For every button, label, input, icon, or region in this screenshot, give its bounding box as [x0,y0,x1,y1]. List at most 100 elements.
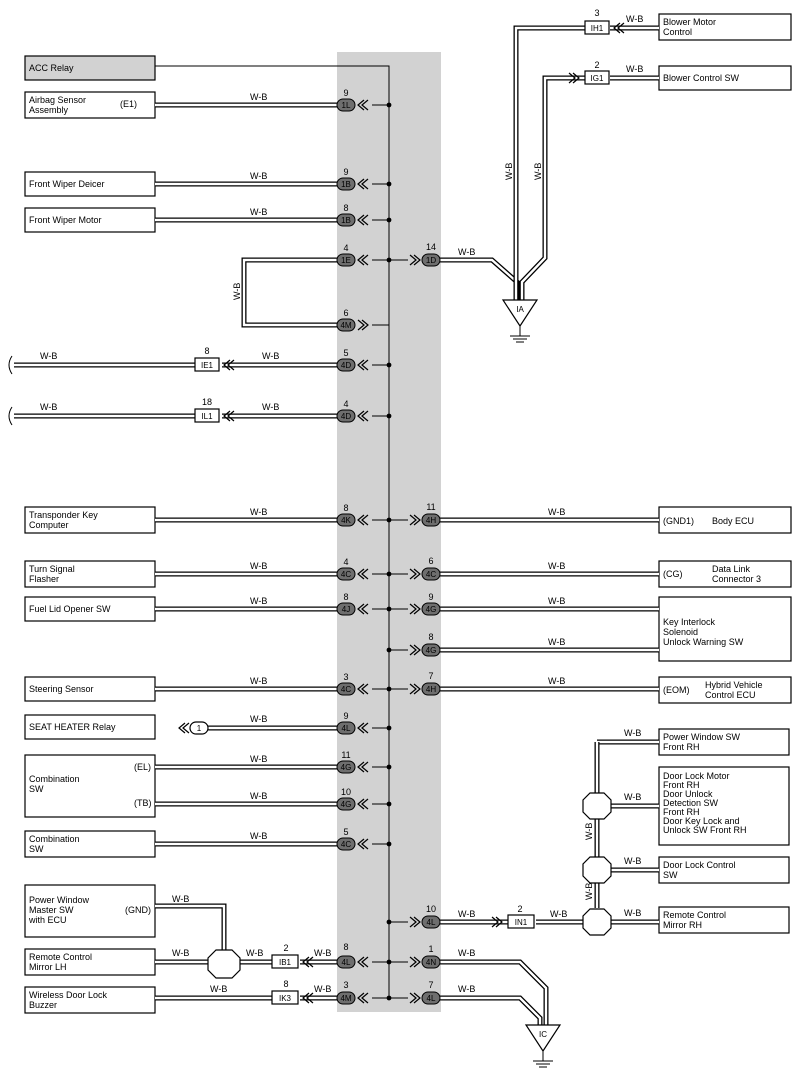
connector-4g-pin11: 11 4G [336,750,369,774]
svg-text:(GND1): (GND1) [663,516,694,526]
svg-text:4G: 4G [341,763,352,772]
svg-text:IL1: IL1 [201,412,213,421]
svg-text:4C: 4C [426,570,436,579]
svg-text:W-B: W-B [548,561,565,571]
component-door-lock-motor-front-rh: Door Lock Motor Front RH Door Unlock Det… [658,766,790,846]
svg-text:9: 9 [343,88,348,98]
svg-text:Fuel Lid Opener SW: Fuel Lid Opener SW [29,604,111,614]
svg-text:9: 9 [343,167,348,177]
svg-text:W-B: W-B [250,92,267,102]
svg-text:IN1: IN1 [515,918,528,927]
svg-text:Airbag Sensor: Airbag Sensor [29,95,86,105]
component-body-ecu: (GND1) Body ECU [658,506,792,534]
svg-text:Data Link: Data Link [712,564,751,574]
component-key-interlock-solenoid: Key Interlock Solenoid Unlock Warning SW [658,596,792,662]
svg-text:Connector 3: Connector 3 [712,574,761,584]
svg-text:5: 5 [343,827,348,837]
svg-text:Front RH: Front RH [663,780,700,790]
svg-text:W-B: W-B [40,351,57,361]
svg-text:6: 6 [343,308,348,318]
component-fuel-lid-opener-sw: Fuel Lid Opener SW [24,596,156,622]
svg-text:Power Window: Power Window [29,895,90,905]
bus-stubs [372,104,408,999]
svg-text:(EOM): (EOM) [663,685,690,695]
connector-4l-pin7: 7 4L [409,980,441,1005]
component-power-window-master-sw: Power Window Master SW with ECU (GND) [24,884,156,938]
svg-text:Front Wiper Motor: Front Wiper Motor [29,215,102,225]
connector-4j: 8 4J [336,592,369,616]
svg-text:1B: 1B [341,216,351,225]
svg-text:Remote Control: Remote Control [663,910,726,920]
svg-text:10: 10 [341,787,351,797]
svg-text:(TB): (TB) [134,798,152,808]
svg-text:SEAT HEATER Relay: SEAT HEATER Relay [29,722,116,732]
component-power-window-sw-front-rh: Power Window SW Front RH [658,728,790,756]
svg-text:Mirror RH: Mirror RH [663,920,702,930]
svg-text:(E1): (E1) [120,99,137,109]
svg-text:(GND): (GND) [125,905,151,915]
svg-text:8: 8 [343,592,348,602]
svg-text:W-B: W-B [548,596,565,606]
svg-text:8: 8 [343,503,348,513]
connector-1d: 14 1D [409,242,441,267]
connector-4c-pin5: 5 4C [336,827,369,851]
svg-text:W-B: W-B [262,351,279,361]
svg-text:Blower Motor: Blower Motor [663,17,716,27]
svg-text:Key Interlock: Key Interlock [663,617,716,627]
svg-text:8: 8 [283,979,288,989]
svg-text:IC: IC [539,1030,547,1039]
svg-text:Unlock SW Front RH: Unlock SW Front RH [663,825,747,835]
svg-text:Unlock Warning SW: Unlock Warning SW [663,637,744,647]
svg-text:IA: IA [516,305,524,314]
component-wireless-door-lock-buzzer: Wireless Door Lock Buzzer [24,986,156,1014]
svg-text:Body ECU: Body ECU [712,516,754,526]
connector-1l: 9 1L [336,88,369,112]
inline-connector-ig1: 2 IG1 [568,60,610,85]
wire-color-labels: W-B W-B W-B W-B W-B W-B W-B W-B W-B W-B … [40,14,643,994]
svg-text:4: 4 [343,557,348,567]
svg-text:4L: 4L [427,994,436,1003]
svg-text:1D: 1D [426,256,436,265]
component-remote-control-mirror-lh: Remote Control Mirror LH [24,948,156,976]
component-combination-sw-2: Combination SW [24,830,156,858]
svg-text:11: 11 [426,502,435,512]
svg-text:10: 10 [426,904,436,914]
svg-text:W-B: W-B [584,823,594,840]
svg-text:W-B: W-B [314,984,331,994]
svg-text:Computer: Computer [29,520,69,530]
connector-1b-pin9: 9 1B [336,167,369,191]
svg-text:W-B: W-B [548,676,565,686]
svg-text:IK3: IK3 [279,994,292,1003]
svg-text:W-B: W-B [172,894,189,904]
svg-text:ACC Relay: ACC Relay [29,63,74,73]
component-airbag-sensor: Airbag Sensor Assembly (E1) [24,91,156,119]
svg-text:4: 4 [343,243,348,253]
connector-4c-pin3: 3 4C [336,672,369,696]
svg-text:W-B: W-B [262,402,279,412]
component-data-link-connector-3: (CG) Data Link Connector 3 [658,560,792,588]
svg-text:Combination: Combination [29,774,80,784]
svg-text:IG1: IG1 [591,74,604,83]
svg-text:W-B: W-B [250,596,267,606]
svg-text:W-B: W-B [172,948,189,958]
svg-text:W-B: W-B [250,171,267,181]
component-combination-sw-1: Combination SW (EL) (TB) [24,754,156,818]
svg-text:1L: 1L [342,101,351,110]
svg-text:8: 8 [343,942,348,952]
svg-text:4J: 4J [342,605,350,614]
connector-4c-pin6: 6 4C [409,556,441,581]
svg-text:Front Wiper Deicer: Front Wiper Deicer [29,179,105,189]
splice-point-left [207,949,241,979]
svg-text:W-B: W-B [250,754,267,764]
svg-text:Combination: Combination [29,834,80,844]
svg-text:Mirror LH: Mirror LH [29,962,67,972]
svg-text:SW: SW [29,844,44,854]
component-blower-motor-control: Blower Motor Control [658,13,792,41]
svg-text:9: 9 [343,711,348,721]
svg-text:4C: 4C [341,570,351,579]
svg-text:W-B: W-B [624,792,641,802]
svg-text:W-B: W-B [550,909,567,919]
svg-text:W-B: W-B [548,637,565,647]
svg-text:W-B: W-B [533,163,543,180]
